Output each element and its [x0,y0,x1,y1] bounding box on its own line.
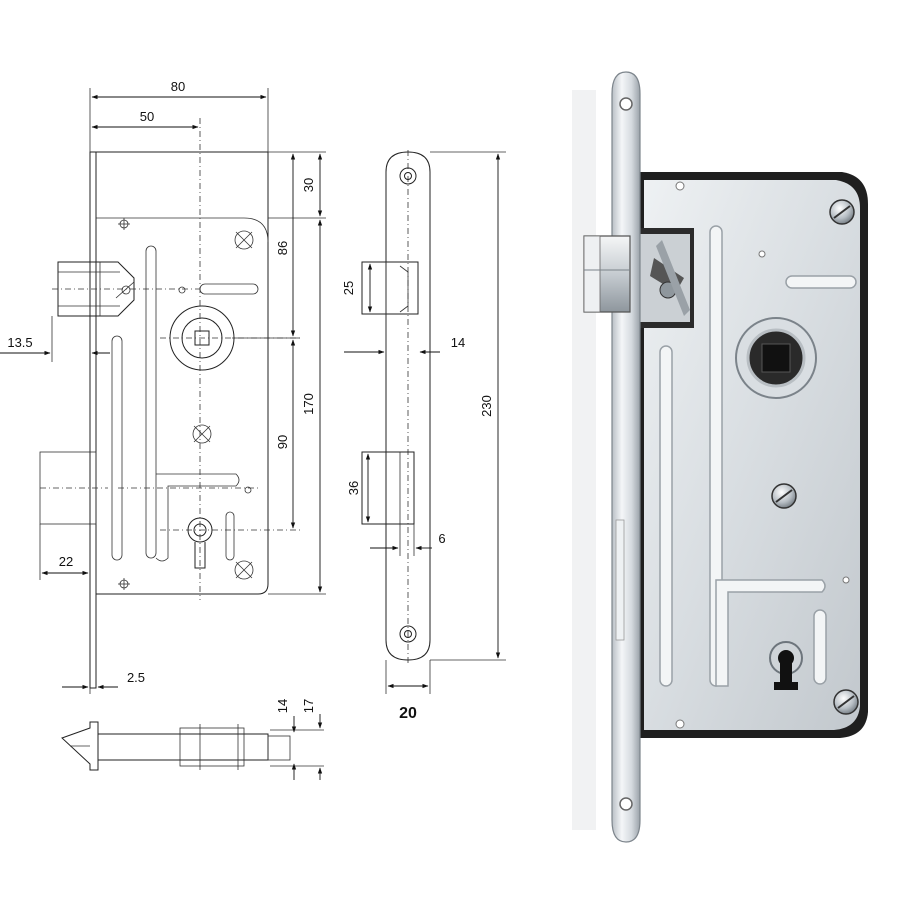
case-profile [97,733,269,761]
dim-6: 6 [438,531,445,546]
rib-horizontal [785,275,857,289]
screw-marks [118,218,254,590]
dim-2-5: 2.5 [127,670,145,685]
t-lever [155,473,240,562]
dim-80: 80 [171,79,185,94]
dim-25: 25 [341,281,356,295]
bolt-window [361,451,415,525]
dim-14-bottom: 14 [275,699,290,713]
vertical-slot-left [111,335,123,561]
photo-follower-square [761,343,791,373]
photo-shadow [572,90,596,830]
faceplate-edge [89,151,97,689]
dim-36: 36 [346,481,361,495]
dim-22: 22 [59,554,73,569]
dim-50: 50 [140,109,154,124]
latch-window [361,261,419,315]
lock-photo [572,71,868,843]
dim-14-front: 14 [451,335,465,350]
vertical-slot-inner [145,245,157,559]
rib-t [715,579,826,687]
rib-left [659,345,673,687]
bottom-view-drawing: 14 17 [61,699,324,780]
dim-86: 86 [275,241,290,255]
dim-13-5: 13.5 [7,335,32,350]
photo-screws [675,181,859,729]
photo-faceplate [611,71,641,843]
horizontal-slot [199,283,259,295]
faceplate-front-view: 25 14 230 36 6 20 [341,150,506,722]
side-view-drawing: 80 50 30 86 170 90 13.5 22 2.5 [0,79,326,694]
case-outline [95,151,269,595]
top-plate-corner [243,217,269,243]
dim-170: 170 [301,393,316,415]
dim-90: 90 [275,435,290,449]
dim-230: 230 [479,395,494,417]
dim-30: 30 [301,178,316,192]
faceplate-outline [385,151,431,661]
dim-20: 20 [399,705,417,722]
photo-keyhole [769,641,803,690]
latch-bolt-outline [57,261,135,317]
dim-17: 17 [301,699,316,713]
